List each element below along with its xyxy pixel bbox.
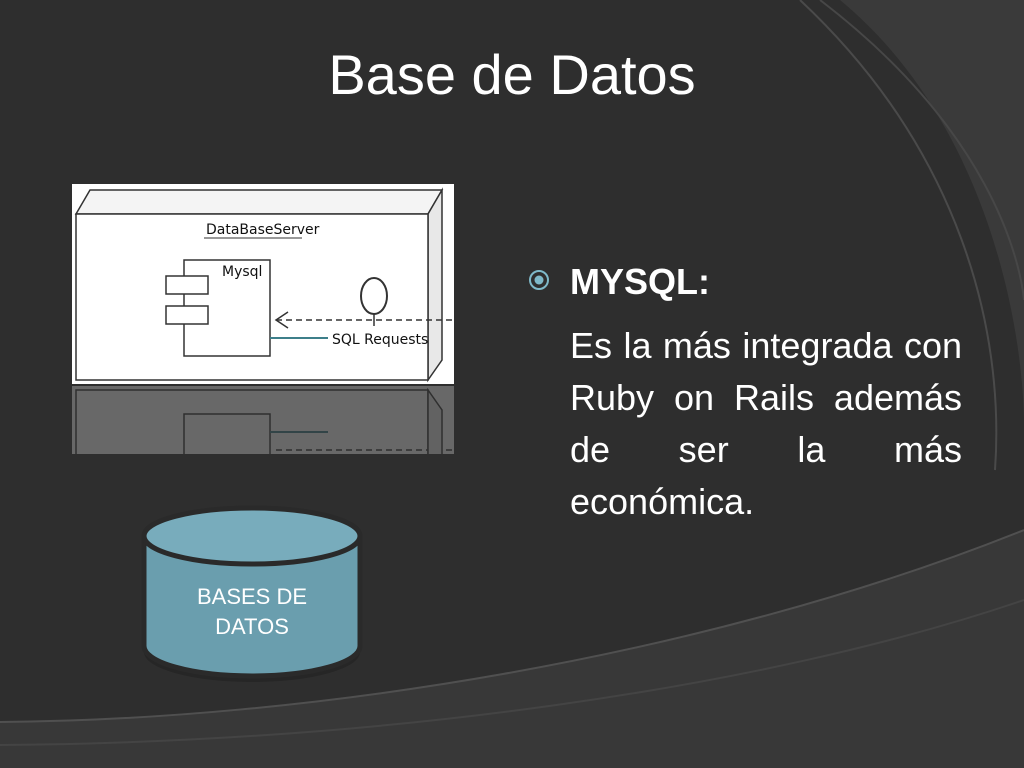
database-label: BASES DE DATOS (144, 582, 360, 642)
slide-title: Base de Datos (328, 43, 696, 106)
bullet-text: Es la más integrada con Ruby on Rails ad… (570, 325, 962, 522)
database-label-line1: BASES DE (196, 584, 308, 609)
bullet-heading: MYSQL: (570, 261, 710, 302)
connector-label: SQL Requests (332, 332, 428, 348)
uml-diagram-drawing: DataBaseServer Mysql SQL Requests (74, 187, 454, 383)
circle-bullet-icon (529, 270, 549, 290)
database-label-line2: DATOS (215, 614, 289, 639)
reflection-drawing (72, 386, 454, 454)
node-label: DataBaseServer (206, 222, 320, 238)
database-cylinder (141, 505, 363, 682)
uml-diagram-reflection (72, 386, 454, 454)
uml-deployment-diagram: DataBaseServer Mysql SQL Requests (72, 184, 454, 384)
component-label: Mysql (222, 264, 262, 280)
